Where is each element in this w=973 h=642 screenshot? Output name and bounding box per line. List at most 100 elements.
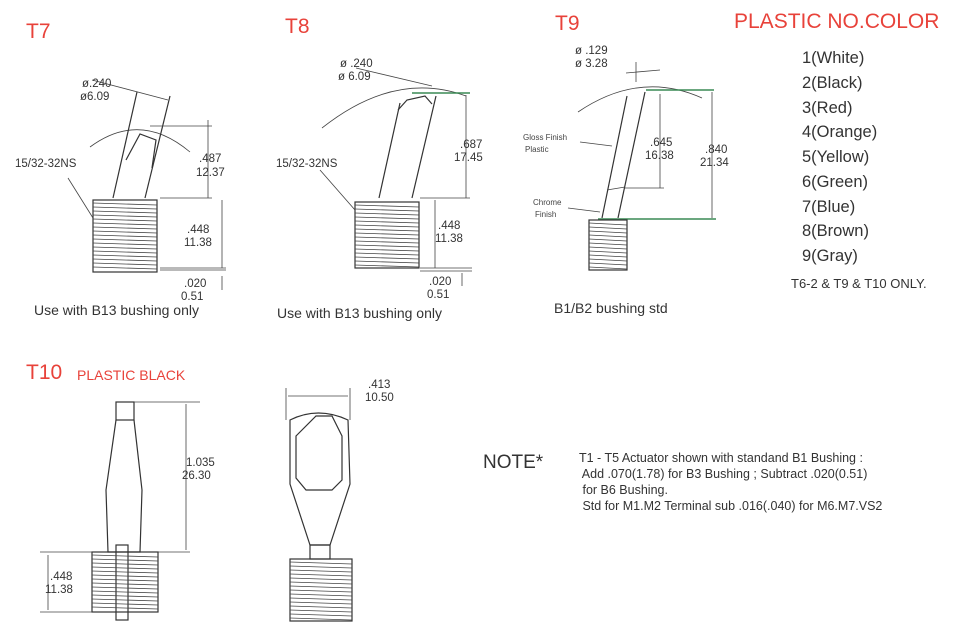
t8-height2-in: .448	[438, 220, 461, 232]
color-item: 3(Red)	[802, 99, 853, 117]
thread-line	[91, 590, 159, 594]
thread-line	[92, 254, 158, 258]
t8-title: T8	[285, 15, 310, 38]
thread-line	[588, 250, 628, 254]
t8-lever-tip	[397, 95, 433, 111]
thread-line	[289, 617, 353, 621]
thread-line	[91, 606, 159, 610]
t9-chrome-label-1: Chrome	[533, 198, 562, 207]
thread-line	[588, 254, 628, 258]
t10-height2-in: .448	[50, 571, 73, 583]
thread-line	[92, 250, 158, 254]
t7-height3-mm: 0.51	[181, 291, 204, 303]
thread-line	[92, 210, 158, 214]
thread-line	[92, 226, 158, 230]
t10-width-in: .413	[368, 379, 391, 391]
thread-line	[354, 208, 420, 212]
thread-line	[92, 206, 158, 210]
t10-height2-mm: 11.38	[45, 584, 73, 596]
thread-line	[588, 230, 628, 234]
t10-height1-in: 1.035	[186, 457, 215, 469]
t9-caption: B1/B2 bushing std	[554, 300, 668, 316]
t10-front-drawing	[285, 388, 353, 622]
thread-line	[92, 234, 158, 238]
t10-side-drawing	[40, 401, 200, 621]
plastic-color-title: PLASTIC NO.COLOR	[734, 10, 940, 33]
thread-line	[588, 234, 628, 238]
thread-line	[92, 266, 158, 270]
thread-line	[289, 581, 353, 585]
color-item: 4(Orange)	[802, 123, 878, 141]
thread-line	[354, 228, 420, 232]
t7-height2-mm: 11.38	[184, 237, 212, 249]
thread-line	[91, 594, 159, 598]
thread-line	[289, 593, 353, 597]
thread-line	[92, 222, 158, 226]
thread-line	[91, 598, 159, 602]
thread-line	[91, 574, 159, 578]
t8-thread-spec: 15/32-32NS	[276, 158, 338, 170]
color-item: 6(Green)	[802, 173, 869, 191]
thread-line	[92, 218, 158, 222]
t7-diameter-mm: ø6.09	[80, 91, 110, 103]
thread-line	[91, 566, 159, 570]
t9-arc	[577, 86, 703, 113]
thread-line	[289, 589, 353, 593]
t9-chrome-label-2: Finish	[535, 210, 557, 219]
thread-line	[289, 585, 353, 589]
thread-line	[91, 558, 159, 562]
thread-line	[289, 577, 353, 581]
thread-line	[289, 609, 353, 613]
t8-height1-mm: 17.45	[454, 152, 483, 164]
color-item: 8(Brown)	[802, 222, 869, 240]
thread-line	[588, 226, 628, 230]
t7-height1-in: .487	[199, 153, 222, 165]
thread-line	[354, 252, 420, 256]
note-line: for B6 Bushing.	[579, 483, 668, 497]
thread-line	[354, 264, 420, 268]
t10-height1-mm: 26.30	[182, 470, 211, 482]
thread-line	[92, 214, 158, 218]
thread-line	[354, 204, 420, 208]
color-item: 5(Yellow)	[802, 148, 870, 166]
t9-gloss-label-2: Plastic	[525, 145, 549, 154]
t7-bushing	[92, 199, 158, 273]
thread-line	[588, 242, 628, 246]
note-line: T1 - T5 Actuator shown with standand B1 …	[579, 451, 863, 465]
thread-line	[289, 561, 353, 565]
t8-drawing	[319, 67, 472, 286]
color-item: 7(Blue)	[802, 198, 856, 216]
thread-line	[354, 244, 420, 248]
note-label: NOTE*	[483, 452, 544, 473]
t9-height2-in: .840	[705, 144, 728, 156]
thread-line	[289, 597, 353, 601]
thread-line	[91, 554, 159, 558]
thread-line	[354, 232, 420, 236]
t7-lever-left	[112, 91, 138, 199]
t7-lever-tip	[125, 133, 157, 169]
thread-line	[91, 578, 159, 582]
t9-lever-right	[617, 91, 646, 219]
thread-line	[588, 262, 628, 266]
t8-lever-right	[411, 95, 437, 199]
t8-height2-mm: 11.38	[435, 233, 463, 245]
note-line: Add .070(1.78) for B3 Bushing ; Subtract…	[579, 467, 868, 481]
thread-line	[588, 266, 628, 270]
thread-line	[354, 212, 420, 216]
thread-line	[588, 238, 628, 242]
t8-height3-mm: 0.51	[427, 289, 450, 301]
t9-diameter-mm: ø 3.28	[575, 58, 608, 70]
t8-arc	[321, 87, 467, 129]
thread-line	[92, 262, 158, 266]
thread-line	[588, 258, 628, 262]
thread-line	[91, 570, 159, 574]
thread-line	[92, 242, 158, 246]
t7-thread-spec: 15/32-32NS	[15, 158, 77, 170]
t9-diameter-in: ø .129	[575, 45, 608, 57]
t7-diameter-in: ø.240	[82, 78, 112, 90]
thread-line	[92, 238, 158, 242]
thread-line	[354, 216, 420, 220]
thread-line	[354, 240, 420, 244]
thread-line	[354, 256, 420, 260]
thread-line	[92, 230, 158, 234]
